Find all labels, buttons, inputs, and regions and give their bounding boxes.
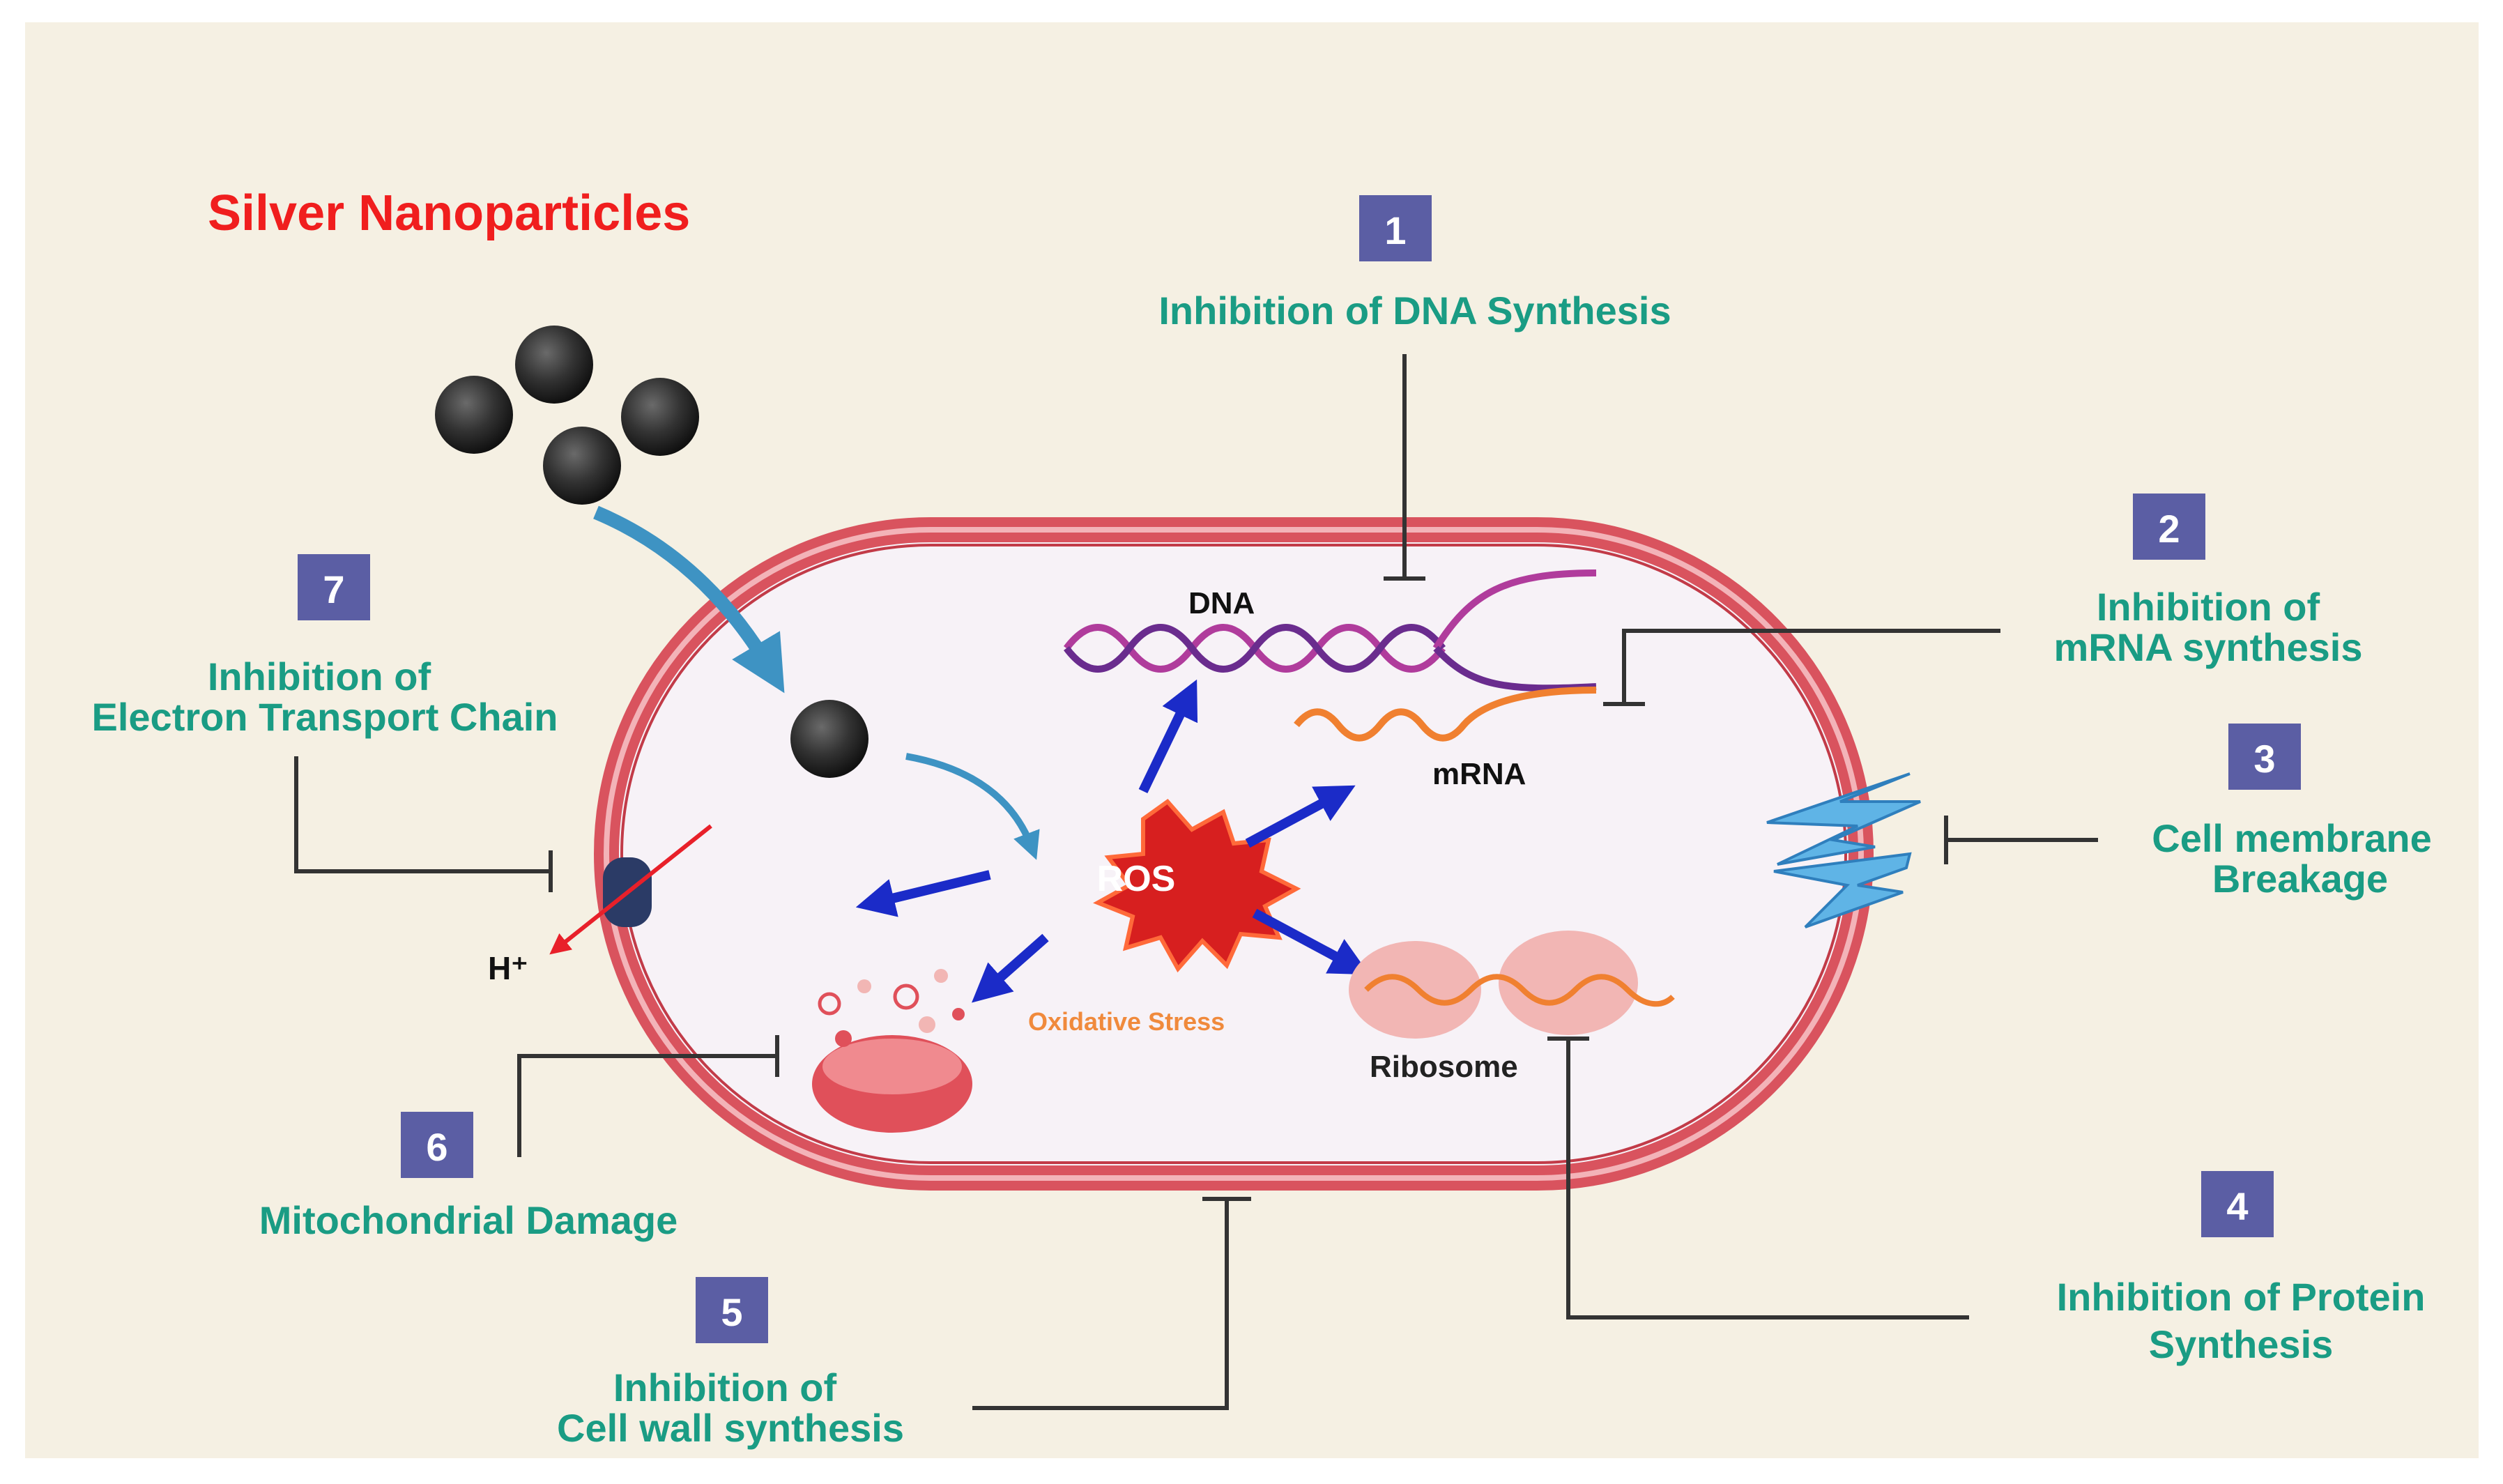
mechanism-badge (2201, 1171, 2274, 1237)
mitochondria (812, 969, 972, 1133)
mechanism-number: 1 (1384, 208, 1406, 252)
ros-label: ROS (1097, 859, 1176, 899)
mechanism-label-line-1: Inhibition of Protein (2057, 1275, 2426, 1319)
mrna-strand (1294, 687, 1597, 742)
mechanism-3: 3 Cell membrane Breakage (2152, 724, 2432, 901)
nanoparticle-internalized (790, 700, 868, 778)
ros-arrow-ribosome (1252, 908, 1370, 975)
ros-arrow-mitochondria (972, 933, 1049, 1003)
mechanism-badge (401, 1112, 473, 1178)
nanoparticle (621, 378, 699, 456)
mechanism-badge (696, 1277, 768, 1343)
ros-arrow-mrna (1245, 785, 1356, 848)
mechanism-label-line-1: Cell membrane (2152, 816, 2432, 860)
mechanism-label-line-2: Synthesis (2149, 1322, 2334, 1366)
proton-label: H⁺ (488, 950, 528, 986)
mechanism-badge (298, 554, 370, 620)
ros-arrows (855, 679, 1370, 1003)
mechanism-badge (2133, 494, 2205, 560)
mechanism-1: 1 Inhibition of DNA Synthesis (1158, 195, 1671, 332)
nanoparticle-cluster (435, 326, 699, 505)
mechanism-label: Mitochondrial Damage (259, 1198, 678, 1242)
dna-label: DNA (1188, 586, 1255, 620)
mechanism-5: 5 Inhibition of Cell wall synthesis (557, 1277, 904, 1450)
to-ros-arrow (905, 753, 1040, 860)
mechanism-2: 2 Inhibition of mRNA synthesis (2054, 494, 2363, 669)
mechanism-label-line-1: Inhibition of (613, 1366, 837, 1409)
oxidative-stress-label: Oxidative Stress (1028, 1007, 1225, 1036)
mechanism-badge (2228, 724, 2301, 790)
ros-arrow-left (855, 870, 991, 917)
mechanism-label-line-1: Inhibition of (2097, 585, 2320, 629)
mechanism-label-line-2: Cell wall synthesis (557, 1406, 904, 1450)
mrna-label: mRNA (1432, 757, 1526, 791)
nanoparticle (515, 326, 593, 404)
mechanism-label-line-1: Inhibition of (208, 655, 431, 698)
mechanism-label-line-2: Breakage (2212, 857, 2388, 901)
mechanism-label: Inhibition of DNA Synthesis (1158, 289, 1671, 332)
mechanism-number: 4 (2226, 1184, 2248, 1228)
ribosome-label: Ribosome (1370, 1050, 1518, 1084)
mechanism-7: 7 Inhibition of Electron Transport Chain (92, 554, 558, 739)
ros-arrow-dna (1138, 679, 1198, 794)
mechanism-label-line-2: mRNA synthesis (2054, 625, 2363, 669)
mechanism-badge (1359, 195, 1432, 261)
mechanism-number: 3 (2253, 737, 2275, 781)
mechanism-number: 5 (721, 1290, 742, 1334)
proton-arrow (549, 824, 712, 955)
mechanism-number: 6 (426, 1125, 447, 1169)
mechanism-number: 7 (323, 567, 344, 611)
nanoparticle (543, 427, 621, 505)
mechanism-6: 6 Mitochondrial Damage (259, 1112, 678, 1242)
membrane-breakage-lightning-icon (1766, 772, 1921, 928)
mechanism-label-line-2: Electron Transport Chain (92, 695, 558, 739)
diagram-title: Silver Nanoparticles (208, 185, 690, 241)
inhibition-connectors (294, 354, 2098, 1410)
mechanism-4: 4 Inhibition of Protein Synthesis (2057, 1171, 2426, 1366)
ribosome (1349, 931, 1675, 1039)
entry-arrow (593, 505, 785, 694)
mechanism-number: 2 (2158, 507, 2180, 551)
nanoparticle (435, 376, 513, 454)
